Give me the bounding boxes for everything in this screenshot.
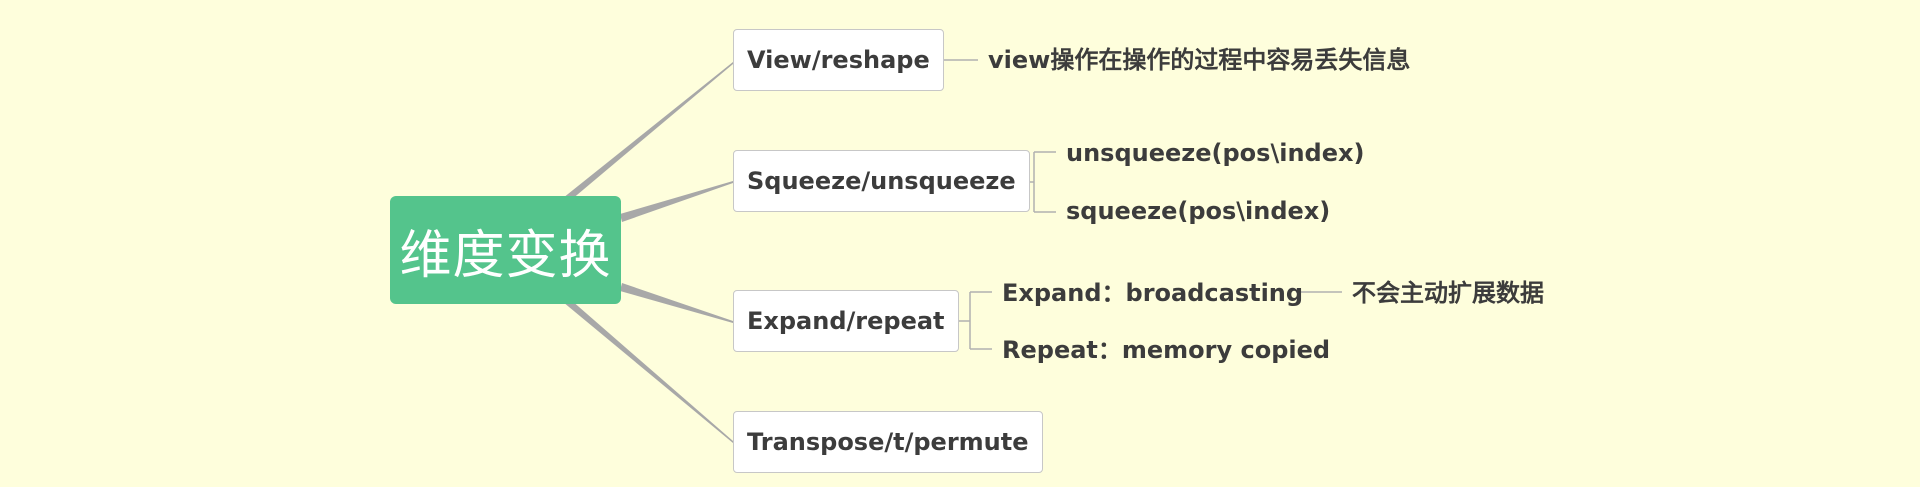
leaf-squeeze: squeeze(pos\index) xyxy=(1066,197,1331,225)
node-transpose-permute[interactable]: Transpose/t/permute xyxy=(733,411,1043,473)
leaf-repeat-memory: Repeat：memory copied xyxy=(1002,336,1331,364)
branch-connector-squeeze xyxy=(620,181,733,222)
node-expand-repeat[interactable]: Expand/repeat xyxy=(733,290,959,352)
leaf-expand-note: 不会主动扩展数据 xyxy=(1352,279,1544,307)
branch-connector-expand xyxy=(620,283,733,323)
branch-connector-view xyxy=(563,62,733,200)
node-view-reshape[interactable]: View/reshape xyxy=(733,29,944,91)
root-node[interactable]: 维度变换 xyxy=(390,196,621,304)
leaf-expand-broadcasting: Expand：broadcasting xyxy=(1002,279,1304,307)
leaf-view-note: view操作在操作的过程中容易丢失信息 xyxy=(988,46,1411,74)
leaf-unsqueeze: unsqueeze(pos\index) xyxy=(1066,139,1365,167)
branch-connector-transpose xyxy=(563,300,733,443)
node-squeeze-unsqueeze[interactable]: Squeeze/unsqueeze xyxy=(733,150,1030,212)
